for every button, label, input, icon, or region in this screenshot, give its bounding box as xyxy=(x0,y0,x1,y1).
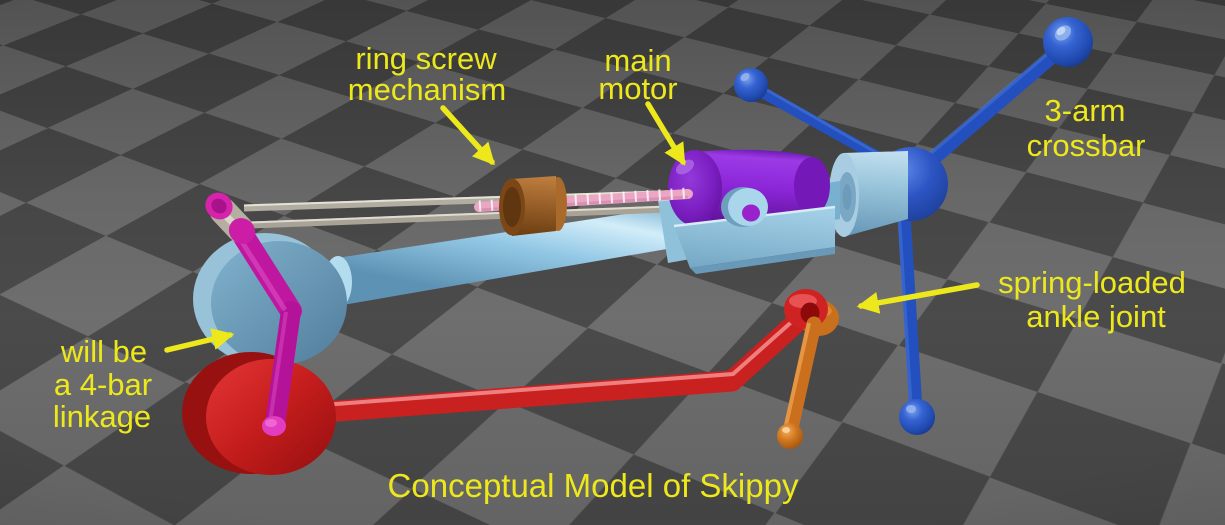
ankle-label-line1: spring-loaded xyxy=(998,265,1186,300)
four-bar-label-line1: will be xyxy=(60,334,147,369)
ankle-label-line2: ankle joint xyxy=(1026,299,1166,334)
ankle-link-ball xyxy=(777,423,803,449)
crossbar-label-line1: 3-arm xyxy=(1045,93,1126,128)
crossbar-arm-upper-right xyxy=(909,45,1065,181)
four-bar-label-line2: a 4-bar xyxy=(54,367,152,402)
four-bar-label-line3: linkage xyxy=(53,399,151,434)
crossbar-foot-ball xyxy=(899,399,935,435)
crank-lower-link xyxy=(265,301,301,434)
ring-screw-label-line1: ring screw xyxy=(355,41,497,76)
ankle-link xyxy=(777,316,822,449)
crossbar-ball-small xyxy=(734,68,768,102)
crossbar-label-line2: crossbar xyxy=(1027,128,1146,163)
ring-screw-nut xyxy=(499,176,567,236)
crossbar-ball-large xyxy=(1043,17,1093,67)
output-bearing xyxy=(721,187,768,227)
axle-collar xyxy=(829,151,908,237)
motor-end-cap xyxy=(668,150,722,226)
foot-disc xyxy=(182,352,336,475)
four-bar-arrow xyxy=(164,328,235,353)
ankle-arrow xyxy=(856,282,980,314)
main-motor-arrow xyxy=(645,101,686,166)
crank-links xyxy=(205,192,302,436)
shin-bar xyxy=(299,309,810,424)
main-motor xyxy=(668,149,830,226)
scene-title: Conceptual Model of Skippy xyxy=(388,467,799,504)
ring-screw-label-line2: mechanism xyxy=(348,72,507,107)
motor-bracket xyxy=(673,205,836,274)
main-motor-label-line1: main xyxy=(604,43,671,78)
crossbar-leg xyxy=(897,207,923,417)
ring-screw-arrow xyxy=(440,105,495,166)
main-motor-label-line2: motor xyxy=(598,71,677,106)
crank-disc xyxy=(193,233,347,365)
annotations: ring screw mechanism main motor 3-arm cr… xyxy=(53,41,1186,504)
slider-ring-right xyxy=(228,218,256,244)
